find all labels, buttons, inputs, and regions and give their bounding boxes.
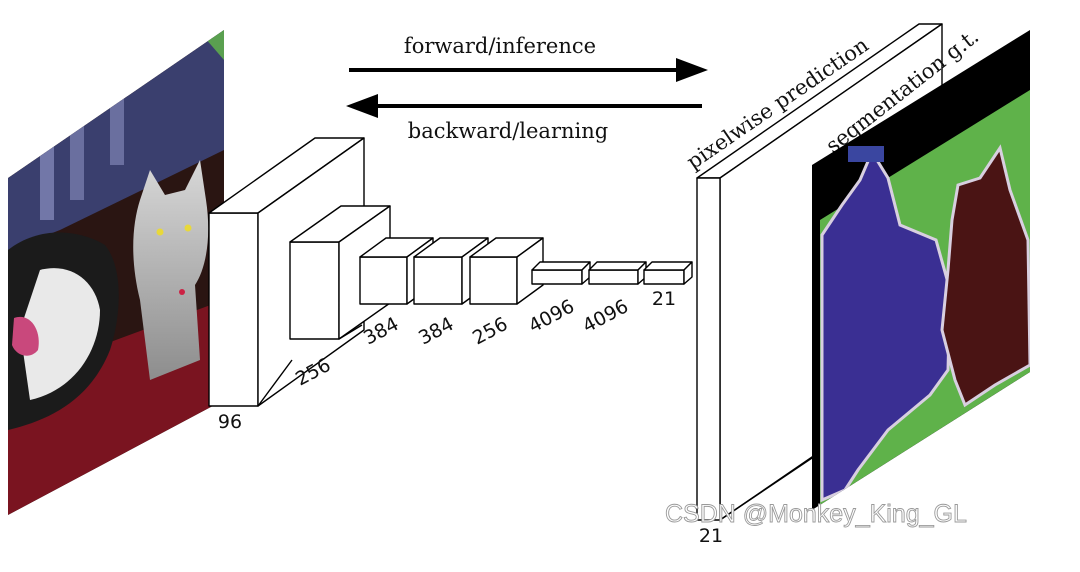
- layer-fc6: [531, 261, 591, 285]
- label-conv1: 96: [218, 411, 242, 433]
- layer-fc8: [643, 261, 693, 285]
- watermark: CSDN @Monkey_King_GL: [665, 500, 967, 528]
- backward-label: backward/learning: [408, 119, 608, 143]
- label-fc6: 4096: [525, 295, 578, 337]
- label-fc8: 21: [652, 288, 676, 310]
- layer-fc7: [588, 261, 647, 285]
- label-prediction-channels: 21: [699, 525, 723, 547]
- forward-arrow: [349, 58, 708, 82]
- input-image: [8, 30, 224, 515]
- connector: [257, 359, 293, 407]
- forward-label: forward/inference: [404, 34, 596, 58]
- backward-arrow: [346, 94, 702, 118]
- label-conv4: 384: [415, 313, 457, 349]
- connector: [719, 457, 813, 521]
- layer-conv5: [469, 237, 544, 305]
- label-fc7: 4096: [579, 295, 632, 337]
- label-conv5: 256: [469, 313, 511, 349]
- connector: [338, 324, 363, 340]
